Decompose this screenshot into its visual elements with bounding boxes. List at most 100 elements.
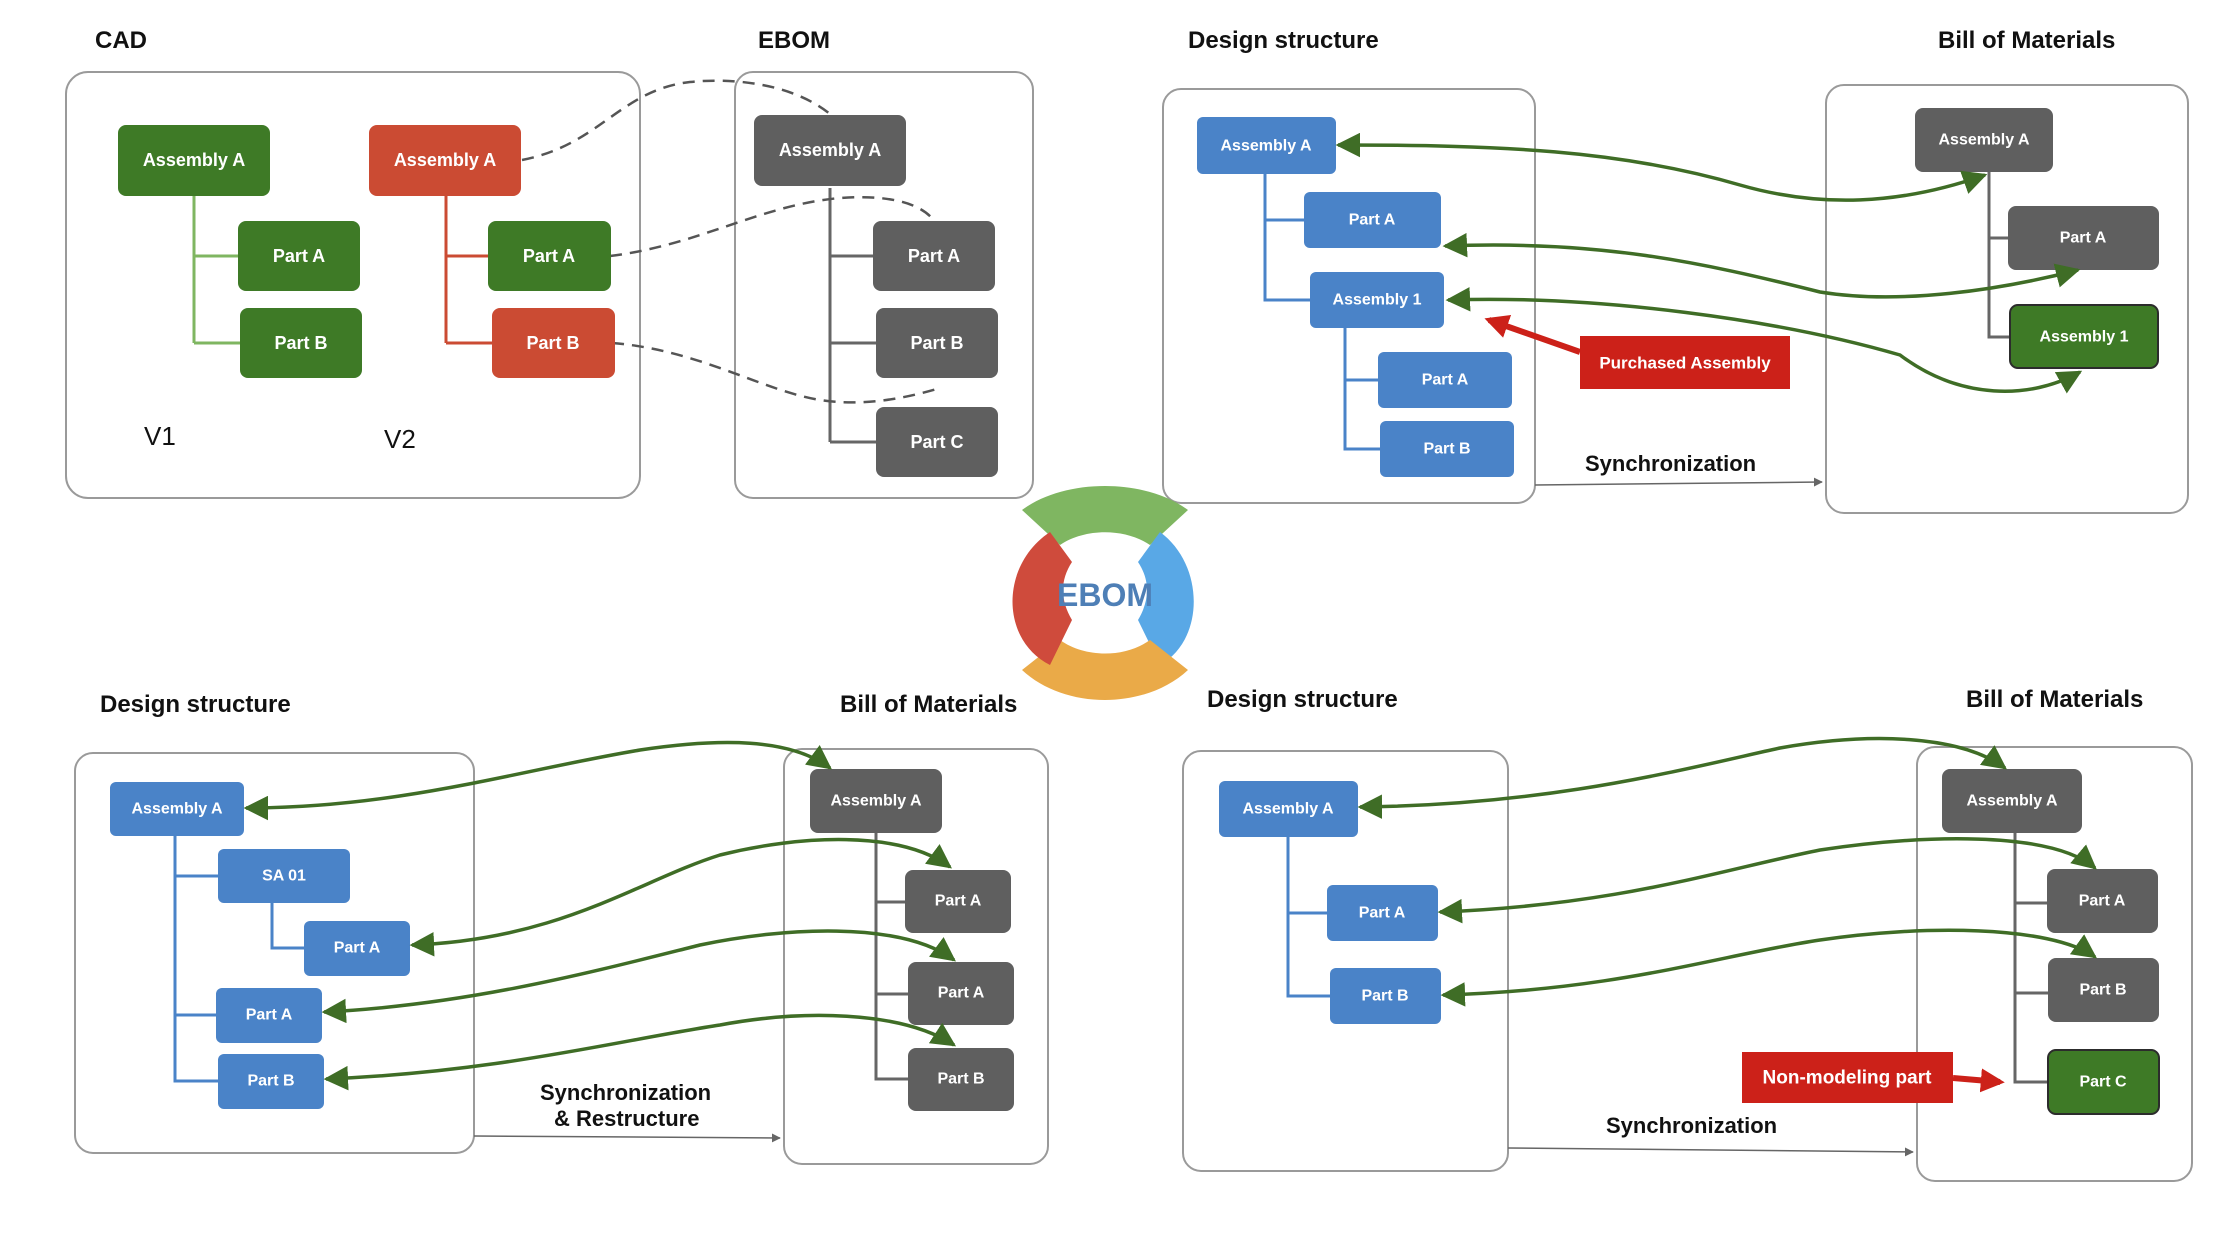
purchased-assembly-flag	[1580, 336, 1790, 389]
q4-non-modeling-part: Design structure Bill of Materials Assem…	[1182, 686, 2193, 1182]
ebom-title: EBOM	[758, 27, 830, 54]
q3-design-assembly-a-node	[110, 782, 244, 836]
q4-design-title: Design structure	[1207, 686, 1398, 713]
q2-design-sub-part-b-node	[1380, 421, 1514, 477]
q3-restructure-label: & Restructure	[554, 1106, 699, 1131]
q4-design-part-b-node	[1330, 968, 1441, 1024]
v1-part-b-label: Part B	[274, 333, 327, 353]
q3-bom-assembly-a-label: Assembly A	[831, 793, 922, 810]
cad-title: CAD	[95, 27, 147, 54]
purchased-assembly-arrow	[1484, 315, 1581, 355]
q4-design-part-a-label: Part A	[1359, 905, 1406, 922]
ebom-assembly-a-node	[754, 115, 906, 186]
hub-segment-blue	[1138, 532, 1194, 665]
q3-sync-arrow	[473, 1133, 781, 1143]
q2-design-title: Design structure	[1188, 27, 1379, 54]
q3-design-sa01-node	[218, 849, 350, 903]
q2-bom-part-a-label: Part A	[2060, 230, 2107, 247]
q3-design-part-b-label: Part B	[247, 1073, 294, 1090]
q3-design-sa-part-a-label: Part A	[334, 940, 381, 957]
q3-sync-curves	[243, 740, 957, 1091]
q3-bom-part-b-label: Part B	[937, 1071, 984, 1088]
q2-design-assembly-a-node	[1197, 117, 1336, 174]
purchased-assembly-label: Purchased Assembly	[1599, 354, 1771, 373]
v2-assembly-a-label: Assembly A	[394, 150, 496, 170]
v2-part-a-node	[488, 221, 611, 291]
q4-design-assembly-a-node	[1219, 781, 1358, 837]
v1-part-a-node	[238, 221, 360, 291]
non-modeling-part-label: Non-modeling part	[1763, 1068, 1933, 1089]
q2-design-assembly-a-label: Assembly A	[1221, 138, 1312, 155]
q4-design-part-b-label: Part B	[1361, 988, 1408, 1005]
v1-part-b-node	[240, 308, 362, 378]
v1-assembly-a-label: Assembly A	[143, 150, 245, 170]
ebom-hub: EBOM	[1012, 486, 1194, 700]
q4-sync-arrow	[1507, 1147, 1914, 1157]
hub-segment-red	[1012, 532, 1072, 665]
hub-label: EBOM	[1057, 577, 1153, 613]
ebom-tree-lines	[828, 188, 876, 444]
hub-segment-green	[1022, 486, 1188, 545]
q2-design-sub-part-a-label: Part A	[1422, 372, 1469, 389]
q3-bom-part-a-label: Part A	[935, 893, 982, 910]
v1-part-a-label: Part A	[273, 246, 325, 266]
hub-segment-orange	[1022, 640, 1188, 700]
q4-bom-part-c-label: Part C	[2079, 1074, 2127, 1091]
q3-design-assembly-a-label: Assembly A	[132, 801, 223, 818]
q4-sync-curves	[1357, 736, 2097, 1007]
q4-bom-part-b-label: Part B	[2079, 982, 2126, 999]
v2-tree-lines	[444, 196, 492, 345]
q2-design-tree-lines	[1263, 174, 1380, 451]
q4-sync-label: Synchronization	[1606, 1113, 1777, 1138]
q2-design-part-a-node	[1304, 192, 1441, 248]
ebom-part-b-label: Part B	[910, 333, 963, 353]
q2-design-assembly-1-node	[1310, 272, 1444, 328]
q3-design-tree-lines	[173, 836, 304, 1083]
q2-bom-assembly-1-label: Assembly 1	[2040, 329, 2129, 346]
q4-bom-title: Bill of Materials	[1966, 686, 2143, 713]
q2-design-sub-part-b-label: Part B	[1423, 441, 1470, 458]
v2-part-b-node	[492, 308, 615, 378]
q2-sync-label: Synchronization	[1585, 451, 1756, 476]
q2-bom-assembly-a-label: Assembly A	[1939, 132, 2030, 149]
q3-bom-title: Bill of Materials	[840, 691, 1017, 718]
non-modeling-part-arrow	[1952, 1068, 2005, 1093]
q2-design-part-a-label: Part A	[1349, 212, 1396, 229]
q4-design-part-a-node	[1327, 885, 1438, 941]
q3-bom-part-a2-label: Part A	[938, 985, 985, 1002]
q3-restructure: Design structure Bill of Materials Assem…	[74, 691, 1049, 1165]
q3-sync-label: Synchronization	[540, 1080, 711, 1105]
q4-design-tree-lines	[1286, 837, 1330, 998]
v2-assembly-a-node	[369, 125, 521, 196]
q4-bom-part-c-node	[2047, 1049, 2160, 1115]
ebom-part-a-label: Part A	[908, 246, 960, 266]
non-modeling-part-flag	[1742, 1052, 1953, 1103]
v2-part-b-label: Part B	[526, 333, 579, 353]
version-mapping-curves	[521, 79, 941, 404]
v2-label: V2	[384, 424, 416, 454]
ebom-part-b-node	[876, 308, 998, 378]
q3-design-title: Design structure	[100, 691, 291, 718]
q2-sync-curves	[1335, 132, 2083, 394]
q2-design-assembly-1-label: Assembly 1	[1333, 292, 1422, 309]
q2-purchased-assembly: Design structure Bill of Materials Assem…	[1162, 27, 2189, 514]
q3-design-part-b-node	[218, 1054, 324, 1109]
q2-bom-title: Bill of Materials	[1938, 27, 2115, 54]
v1-tree-lines	[192, 196, 240, 345]
q3-design-part-a-label: Part A	[246, 1007, 293, 1024]
v1-assembly-a-node	[118, 125, 270, 196]
q3-design-sa01-label: SA 01	[262, 868, 306, 885]
q4-design-assembly-a-label: Assembly A	[1243, 801, 1334, 818]
q3-design-part-a-node	[216, 988, 322, 1043]
v1-label: V1	[144, 421, 176, 451]
q4-bom-part-a-label: Part A	[2079, 893, 2126, 910]
ebom-assembly-a-label: Assembly A	[779, 140, 881, 160]
q4-bom-assembly-a-label: Assembly A	[1967, 793, 2058, 810]
v2-part-a-label: Part A	[523, 246, 575, 266]
q3-bom-assembly-a-node	[810, 769, 942, 833]
q1-cad-ebom: CAD EBOM Assembly A Part A Part B Assemb…	[65, 27, 1034, 499]
q2-sync-arrow	[1534, 477, 1823, 487]
ebom-part-c-node	[876, 407, 998, 477]
